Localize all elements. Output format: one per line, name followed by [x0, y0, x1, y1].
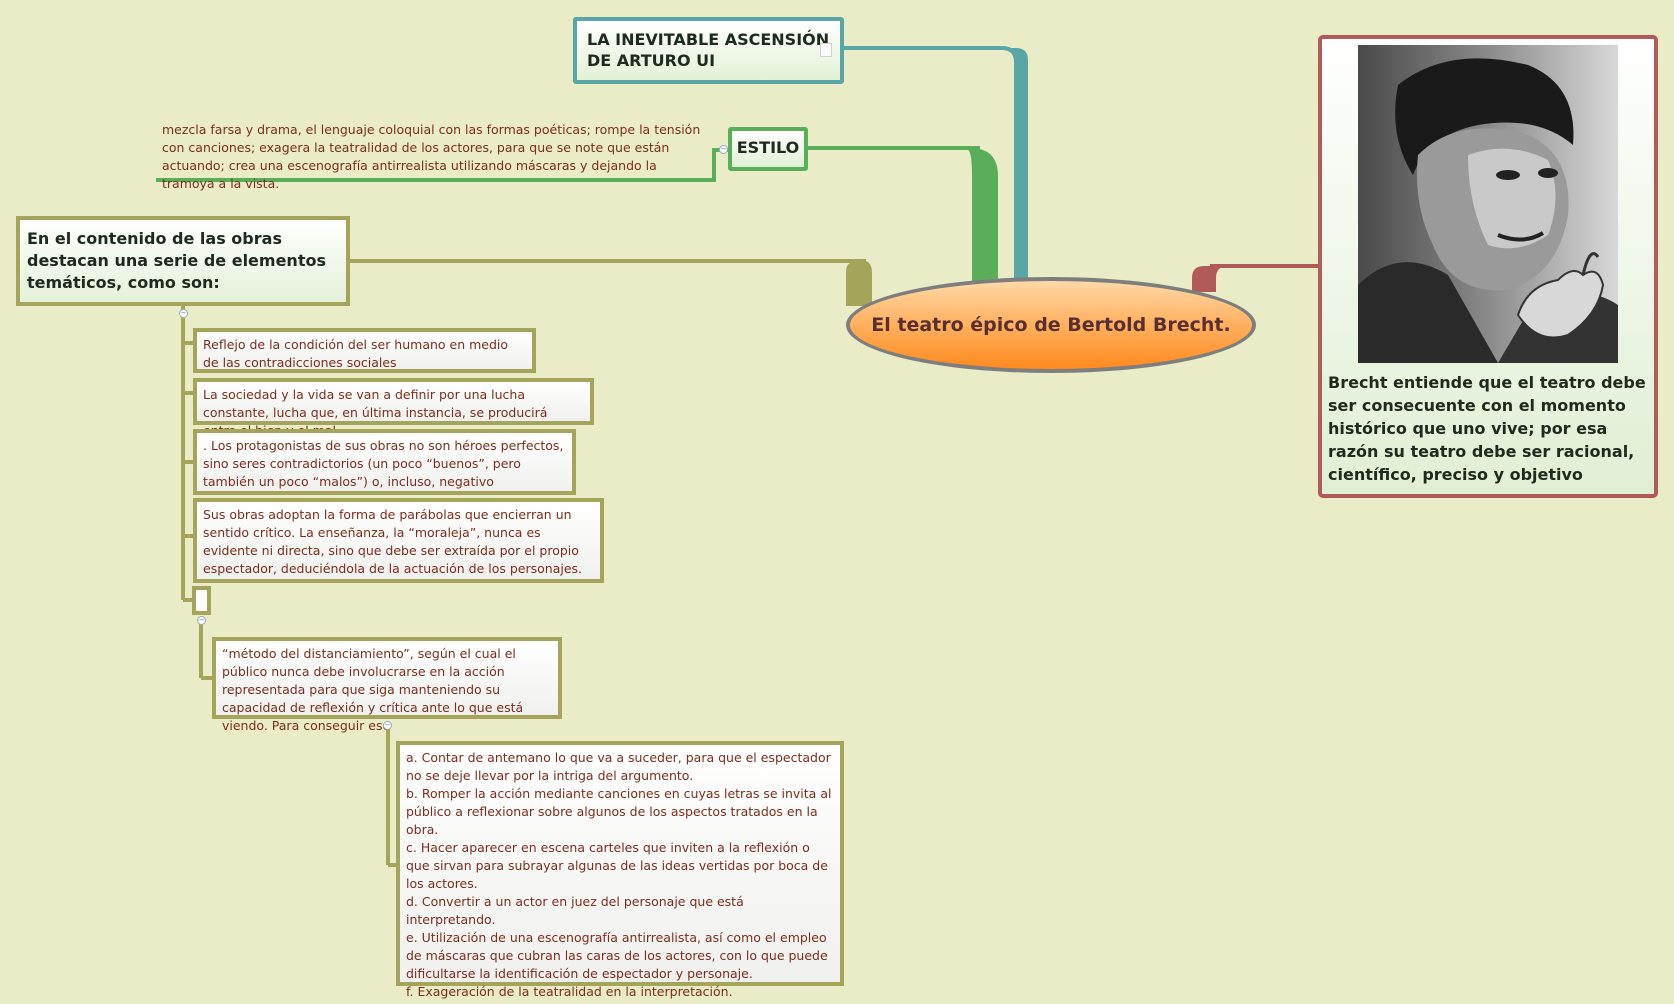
brecht-caption: Brecht entiende que el teatro debe ser c…: [1328, 373, 1646, 484]
brecht-node[interactable]: Brecht entiende que el teatro debe ser c…: [1318, 35, 1658, 498]
technique-item: d. Convertir a un actor en juez del pers…: [406, 894, 744, 927]
estilo-label: ESTILO: [736, 138, 800, 157]
theme-item[interactable]: Sus obras adoptan la forma de parábolas …: [193, 498, 604, 583]
estilo-description-text: mezcla farsa y drama, el lenguaje coloqu…: [162, 122, 701, 191]
theme-item[interactable]: La sociedad y la vida se van a definir p…: [193, 378, 594, 438]
theme-item[interactable]: . Los protagonistas de sus obras no son …: [193, 429, 576, 495]
method-node[interactable]: “método del distanciamiento”, según el c…: [212, 637, 562, 733]
technique-item: a. Contar de antemano lo que va a sucede…: [406, 750, 831, 783]
theme-item-text: . Los protagonistas de sus obras no son …: [203, 438, 564, 489]
estilo-node[interactable]: ESTILO: [728, 127, 808, 171]
note-icon[interactable]: [820, 43, 832, 57]
themes-collapse-icon[interactable]: −: [179, 309, 188, 318]
empty-topic-collapse-icon[interactable]: −: [197, 616, 206, 625]
themes-node[interactable]: En el contenido de las obras destacan un…: [16, 216, 350, 306]
technique-item: b. Romper la acción mediante canciones e…: [406, 786, 832, 837]
title-node[interactable]: LA INEVITABLE ASCENSIÓN DE ARTURO UI: [573, 17, 844, 84]
method-text: “método del distanciamiento”, según el c…: [222, 646, 524, 733]
central-topic-label: El teatro épico de Bertold Brecht.: [871, 314, 1231, 336]
technique-item: c. Hacer aparecer en escena carteles que…: [406, 840, 828, 891]
method-collapse-icon[interactable]: −: [383, 721, 392, 730]
techniques-node[interactable]: a. Contar de antemano lo que va a sucede…: [396, 741, 844, 999]
theme-item[interactable]: Reflejo de la condición del ser humano e…: [193, 328, 536, 373]
estilo-description: mezcla farsa y drama, el lenguaje coloqu…: [162, 121, 707, 193]
themes-label: En el contenido de las obras destacan un…: [27, 229, 326, 292]
empty-topic-node[interactable]: [192, 586, 211, 615]
technique-item: f. Exageración de la teatralidad en la i…: [406, 984, 733, 999]
theme-item-text: Reflejo de la condición del ser humano e…: [203, 337, 509, 370]
estilo-collapse-icon[interactable]: −: [719, 145, 728, 154]
brecht-portrait-image: [1358, 45, 1618, 363]
title-node-label: LA INEVITABLE ASCENSIÓN DE ARTURO UI: [587, 30, 830, 70]
technique-item: e. Utilización de una escenografía antir…: [406, 930, 828, 981]
theme-item-text: Sus obras adoptan la forma de parábolas …: [203, 507, 583, 576]
central-topic[interactable]: El teatro épico de Bertold Brecht.: [846, 277, 1256, 373]
